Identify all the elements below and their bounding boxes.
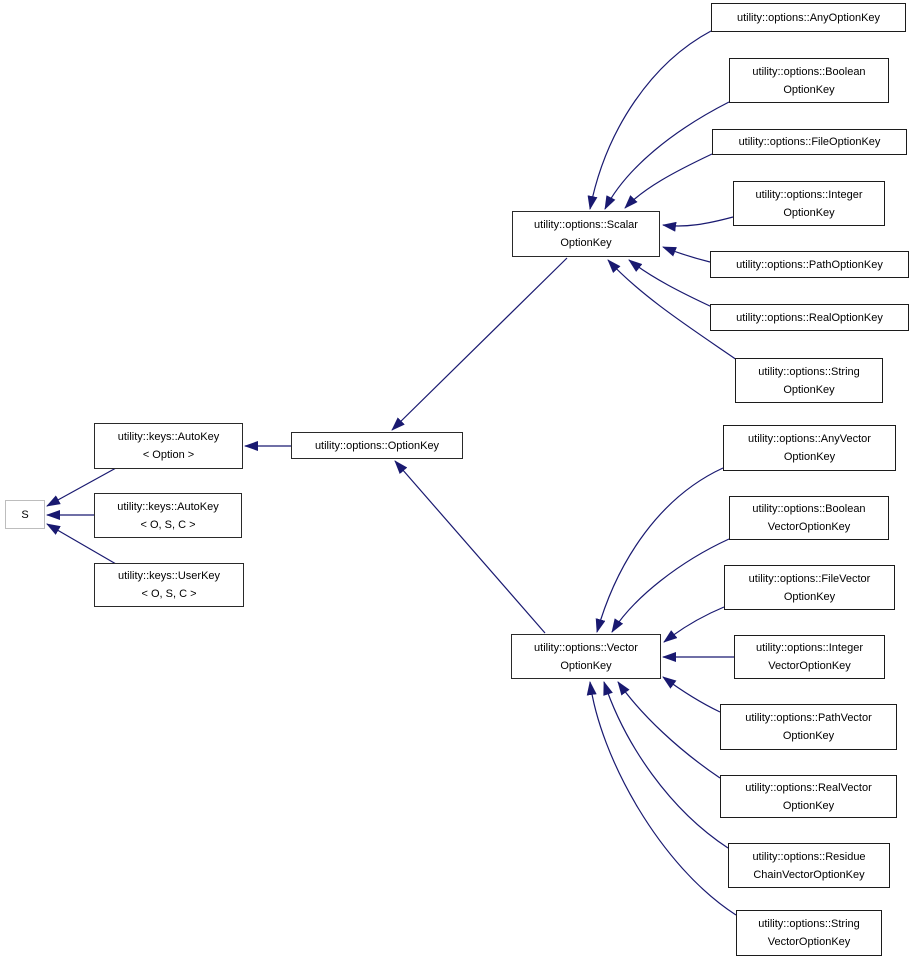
- class-label: utility::options::AnyVector: [748, 433, 871, 445]
- class-label: OptionKey: [560, 659, 612, 672]
- class-node-file-optionkey[interactable]: utility::options::FileOptionKey: [712, 129, 907, 155]
- class-label: ChainVectorOptionKey: [753, 868, 865, 881]
- edge-file-vector-to-vector: [663, 606, 725, 643]
- class-label: OptionKey: [783, 206, 835, 219]
- class-label: utility::options::PathOptionKey: [736, 258, 883, 271]
- class-node-path-vector-optionkey[interactable]: utility::options::PathVector OptionKey: [720, 704, 897, 750]
- class-node-string-optionkey[interactable]: utility::options::String OptionKey: [735, 358, 883, 403]
- class-node-file-vector-optionkey[interactable]: utility::options::FileVector OptionKey: [724, 565, 895, 610]
- class-label: utility::options::FileVector: [748, 572, 871, 585]
- class-node-real-optionkey[interactable]: utility::options::RealOptionKey: [710, 304, 909, 331]
- edge-boolean-to-scalar: [604, 101, 730, 210]
- class-label: OptionKey: [560, 237, 612, 249]
- edge-real-vector-to-vector: [617, 681, 721, 779]
- class-label: S: [21, 508, 29, 521]
- class-label: utility::options::Integer: [755, 642, 863, 654]
- class-label: OptionKey: [783, 383, 835, 396]
- class-label: utility::keys::AutoKey: [117, 431, 220, 443]
- class-label: utility::options::Residue: [752, 850, 866, 863]
- class-label: VectorOptionKey: [767, 521, 851, 533]
- edge-vector-to-optionkey: [394, 460, 546, 634]
- edge-residue-chain-vector-to-vector: [603, 681, 729, 849]
- class-label: utility::keys::AutoKey: [117, 500, 219, 513]
- class-node-autokey-option[interactable]: utility::keys::AutoKey < Option >: [94, 423, 243, 469]
- class-label: utility::keys::UserKey: [117, 570, 221, 582]
- class-label: OptionKey: [783, 83, 835, 96]
- class-label: utility::options::FileOptionKey: [738, 136, 881, 148]
- class-label: < Option >: [142, 449, 195, 461]
- class-label: utility::options::AnyOptionKey: [736, 11, 881, 24]
- class-node-residue-chain-vector-optionkey[interactable]: utility::options::Residue ChainVectorOpt…: [728, 843, 890, 888]
- class-label: < O, S, C >: [141, 588, 197, 600]
- edge-string-to-scalar: [607, 259, 738, 361]
- class-label: utility::options::Boolean: [752, 503, 866, 515]
- edge-autokey-option-to-s: [46, 467, 117, 507]
- class-label: < O, S, C >: [140, 518, 196, 531]
- class-node-integer-optionkey[interactable]: utility::options::Integer OptionKey: [733, 181, 885, 226]
- edge-any-vector-to-vector: [595, 467, 724, 633]
- class-node-scalar-optionkey[interactable]: utility::options::Scalar OptionKey: [512, 211, 660, 257]
- edge-integer-to-scalar: [662, 216, 734, 232]
- class-label: utility::options::PathVector: [745, 712, 872, 724]
- class-node-integer-vector-optionkey[interactable]: utility::options::Integer VectorOptionKe…: [734, 635, 885, 679]
- class-label: OptionKey: [783, 451, 836, 463]
- class-node-path-optionkey[interactable]: utility::options::PathOptionKey: [710, 251, 909, 278]
- class-label: VectorOptionKey: [768, 660, 851, 672]
- class-label: utility::options::Scalar: [534, 219, 638, 231]
- class-label: utility::options::Vector: [534, 641, 638, 654]
- class-label: utility::options::String: [758, 918, 860, 930]
- edge-any-to-scalar: [587, 30, 712, 210]
- class-label: utility::options::Integer: [755, 188, 863, 201]
- edge-path-vector-to-vector: [662, 676, 721, 713]
- edge-userkey-osc-to-s: [46, 523, 117, 565]
- class-label: utility::options::OptionKey: [314, 439, 440, 452]
- class-label: utility::options::String: [758, 365, 860, 378]
- edge-scalar-to-optionkey: [391, 257, 568, 431]
- class-node-string-vector-optionkey[interactable]: utility::options::String VectorOptionKey: [736, 910, 882, 956]
- class-node-boolean-optionkey[interactable]: utility::options::Boolean OptionKey: [729, 58, 889, 103]
- class-label: VectorOptionKey: [767, 936, 851, 948]
- edge-real-to-scalar: [628, 259, 713, 308]
- edge-file-to-scalar: [624, 153, 713, 209]
- class-node-real-vector-optionkey[interactable]: utility::options::RealVector OptionKey: [720, 775, 897, 818]
- class-label: OptionKey: [783, 590, 836, 603]
- edge-boolean-vector-to-vector: [611, 538, 730, 633]
- edge-string-vector-to-vector: [586, 681, 737, 916]
- class-node-s: S: [5, 500, 45, 529]
- edge-path-to-scalar: [662, 246, 711, 263]
- class-node-optionkey[interactable]: utility::options::OptionKey: [291, 432, 463, 459]
- class-label: OptionKey: [782, 730, 835, 742]
- class-label: OptionKey: [782, 799, 835, 812]
- class-node-any-optionkey[interactable]: utility::options::AnyOptionKey: [711, 3, 906, 32]
- class-node-vector-optionkey[interactable]: utility::options::Vector OptionKey: [511, 634, 661, 679]
- class-label: utility::options::RealOptionKey: [736, 311, 883, 324]
- class-node-userkey-osc[interactable]: utility::keys::UserKey < O, S, C >: [94, 563, 244, 607]
- class-label: utility::options::Boolean: [752, 65, 866, 78]
- class-node-any-vector-optionkey[interactable]: utility::options::AnyVector OptionKey: [723, 425, 896, 471]
- class-node-autokey-osc[interactable]: utility::keys::AutoKey < O, S, C >: [94, 493, 242, 538]
- class-label: utility::options::RealVector: [745, 781, 872, 794]
- class-node-boolean-vector-optionkey[interactable]: utility::options::Boolean VectorOptionKe…: [729, 496, 889, 540]
